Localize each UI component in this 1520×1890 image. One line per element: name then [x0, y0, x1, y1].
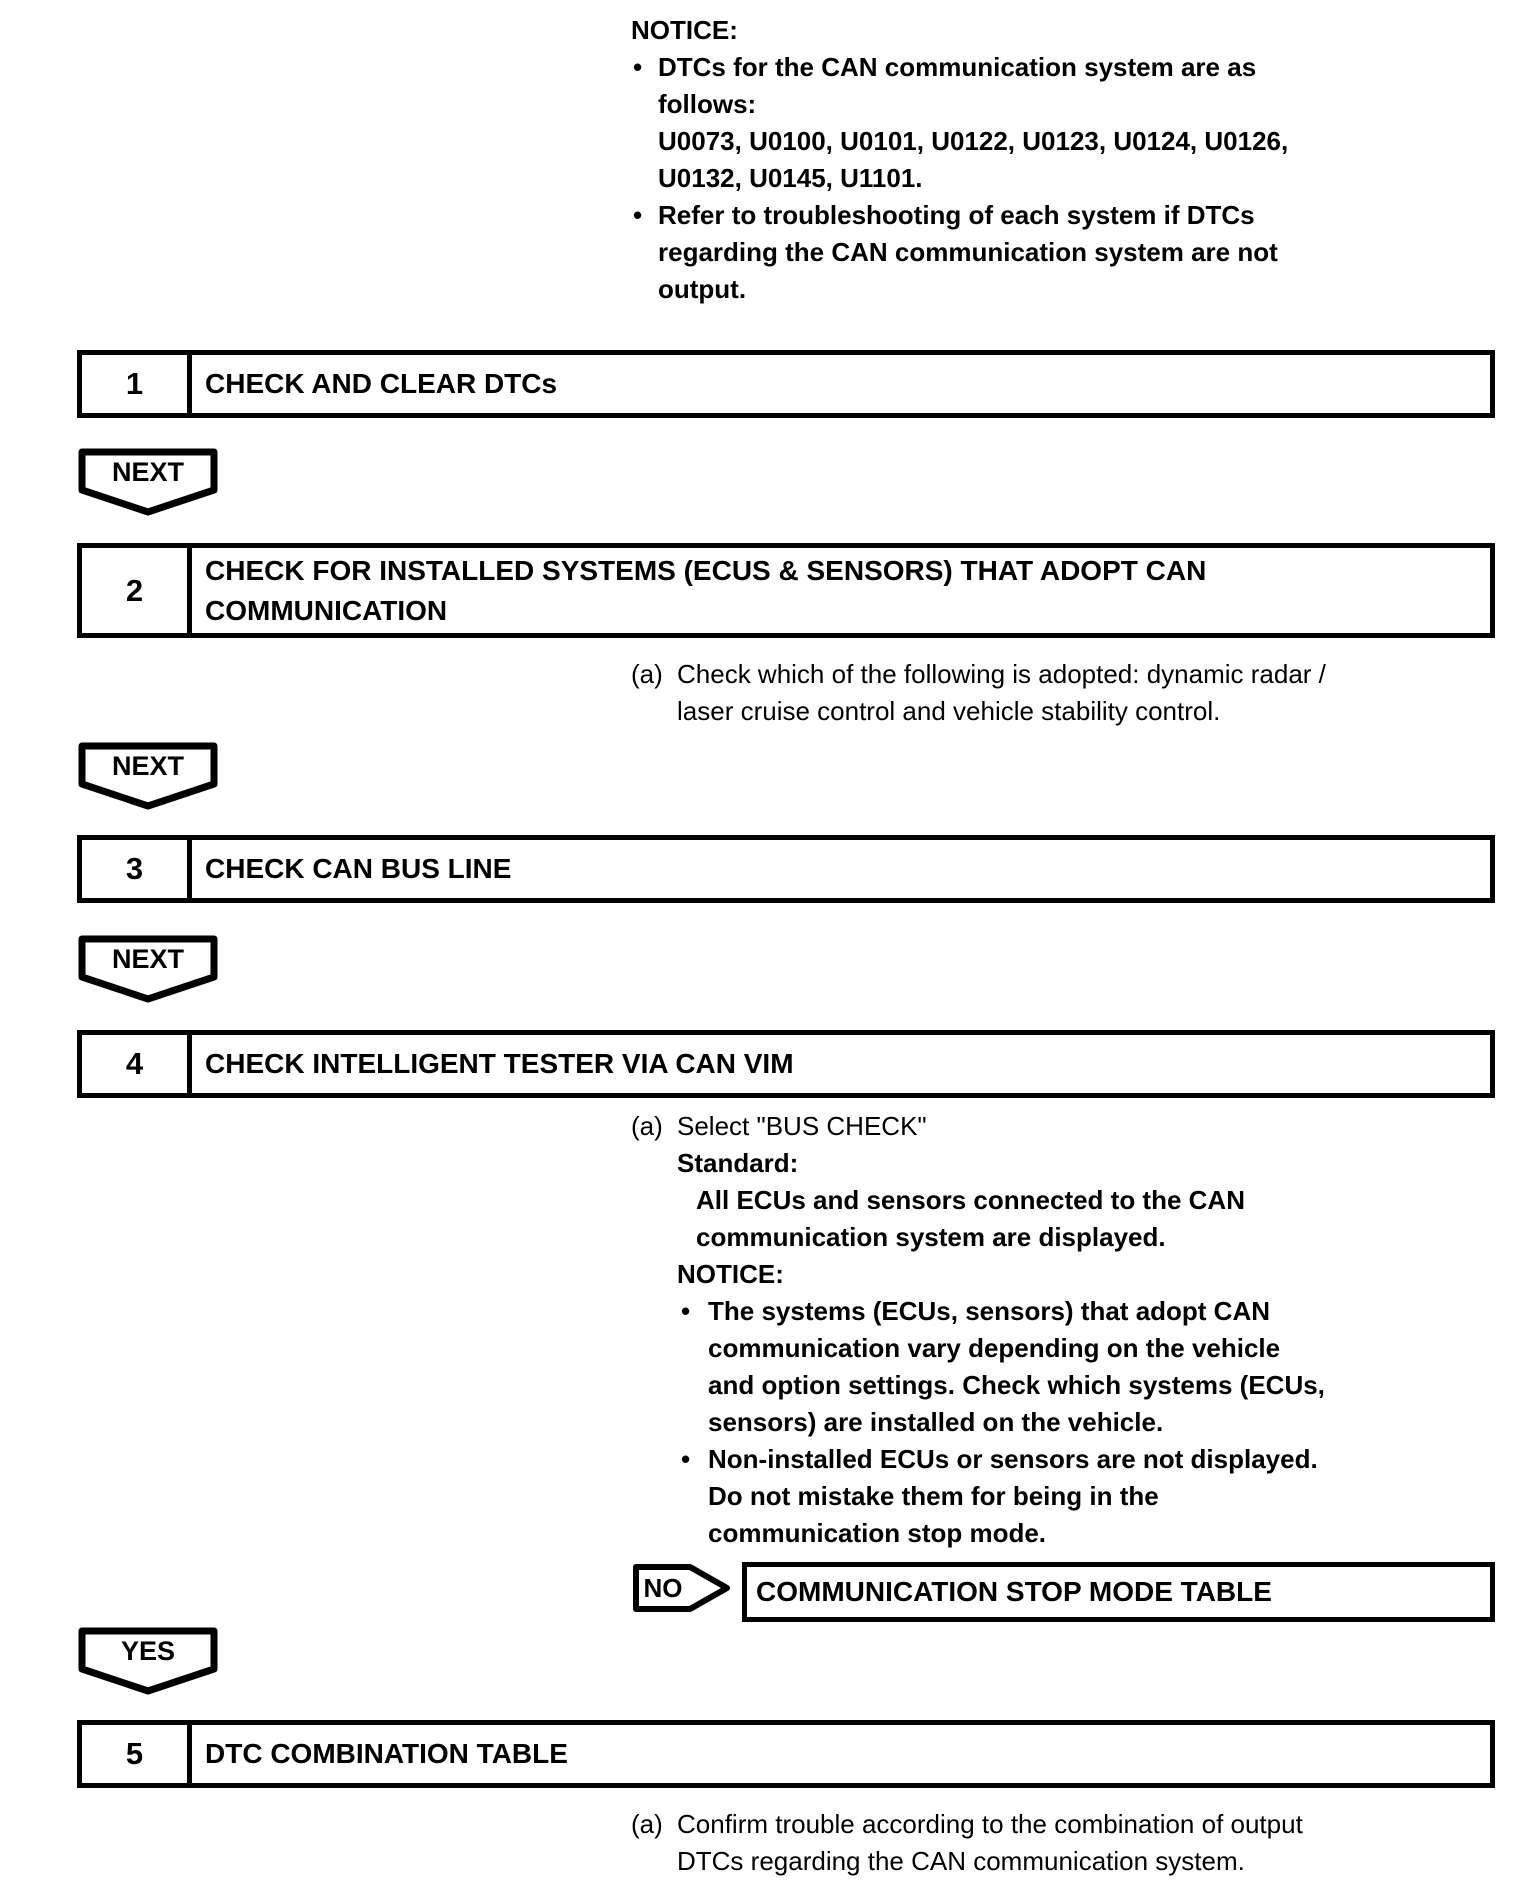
notice-heading: NOTICE: — [631, 15, 738, 45]
next-connector-label: NEXT — [112, 944, 185, 974]
next-connector: NEXT — [78, 448, 218, 516]
step-title: CHECK FOR INSTALLED SYSTEMS (ECUS & SENS… — [205, 554, 1207, 626]
step-number: 2 — [82, 548, 192, 633]
step-box-1: 1 CHECK AND CLEAR DTCs — [77, 350, 1495, 418]
down-arrow-pentagon-shape — [78, 448, 218, 516]
standard-label: Standard: — [677, 1148, 799, 1178]
yes-connector-label: YES — [121, 1636, 175, 1666]
notice-bullet-text: Non-installed ECUs or sensors are not di… — [708, 1444, 1318, 1548]
notice-bullet-text: Refer to troubleshooting of each system … — [658, 200, 1278, 304]
instruction-text: Check which of the following is adopted:… — [677, 659, 1326, 726]
step-4-instruction: (a) Select "BUS CHECK" Standard: All ECU… — [631, 1108, 1461, 1552]
step-number: 5 — [82, 1725, 192, 1783]
step-box-3: 3 CHECK CAN BUS LINE — [77, 835, 1495, 903]
step-number: 1 — [82, 355, 192, 413]
step-box-5: 5 DTC COMBINATION TABLE — [77, 1720, 1495, 1788]
down-arrow-pentagon-shape — [78, 1627, 218, 1695]
step-number: 4 — [82, 1035, 192, 1093]
bullet-icon: • — [681, 1296, 691, 1326]
step-box-2: 2 CHECK FOR INSTALLED SYSTEMS (ECUS & SE… — [77, 543, 1495, 638]
instruction-text: Confirm trouble according to the combina… — [677, 1809, 1303, 1876]
bullet-icon: • — [681, 1444, 691, 1474]
next-connector-label: NEXT — [112, 751, 185, 781]
step-2-instruction: (a) Check which of the following is adop… — [631, 656, 1391, 730]
yes-connector: YES — [78, 1627, 218, 1695]
next-connector: NEXT — [78, 742, 218, 810]
notice-bullet-text: The systems (ECUs, sensors) that adopt C… — [708, 1296, 1325, 1437]
bullet-icon: • — [633, 52, 643, 82]
list-marker-a: (a) — [631, 659, 663, 689]
step-box-4: 4 CHECK INTELLIGENT TESTER VIA CAN VIM — [77, 1030, 1495, 1098]
step-title: CHECK CAN BUS LINE — [205, 853, 512, 884]
no-connector-label: NO — [644, 1573, 683, 1603]
step-5-instruction: (a) Confirm trouble according to the com… — [631, 1806, 1391, 1880]
notice-bullet-item: • Non-installed ECUs or sensors are not … — [677, 1441, 1461, 1552]
standard-text: All ECUs and sensors connected to the CA… — [696, 1185, 1245, 1252]
no-branch-target-title: COMMUNICATION STOP MODE TABLE — [756, 1576, 1272, 1607]
step-title: CHECK INTELLIGENT TESTER VIA CAN VIM — [205, 1048, 794, 1079]
step-title: CHECK AND CLEAR DTCs — [205, 368, 558, 399]
down-arrow-pentagon-shape — [78, 935, 218, 1003]
notice-label: NOTICE: — [677, 1259, 784, 1289]
next-connector-label: NEXT — [112, 457, 185, 487]
right-arrow-pentagon-shape — [633, 1564, 730, 1612]
step-title: DTC COMBINATION TABLE — [205, 1738, 568, 1769]
list-marker-a: (a) — [631, 1111, 663, 1141]
list-marker-a: (a) — [631, 1809, 663, 1839]
no-connector: NO — [633, 1564, 730, 1612]
notice-bullet-text: DTCs for the CAN communication system ar… — [658, 52, 1289, 193]
notice-section: NOTICE: • DTCs for the CAN communication… — [631, 12, 1331, 308]
instruction-text: Select "BUS CHECK" — [677, 1111, 927, 1141]
next-connector: NEXT — [78, 935, 218, 1003]
notice-bullet-item: • DTCs for the CAN communication system … — [631, 49, 1331, 197]
step-number: 3 — [82, 840, 192, 898]
bullet-icon: • — [633, 200, 643, 230]
no-branch-target-box: COMMUNICATION STOP MODE TABLE — [742, 1562, 1495, 1622]
down-arrow-pentagon-shape — [78, 742, 218, 810]
notice-bullet-item: • The systems (ECUs, sensors) that adopt… — [677, 1293, 1461, 1441]
notice-bullet-item: • Refer to troubleshooting of each syste… — [631, 197, 1331, 308]
